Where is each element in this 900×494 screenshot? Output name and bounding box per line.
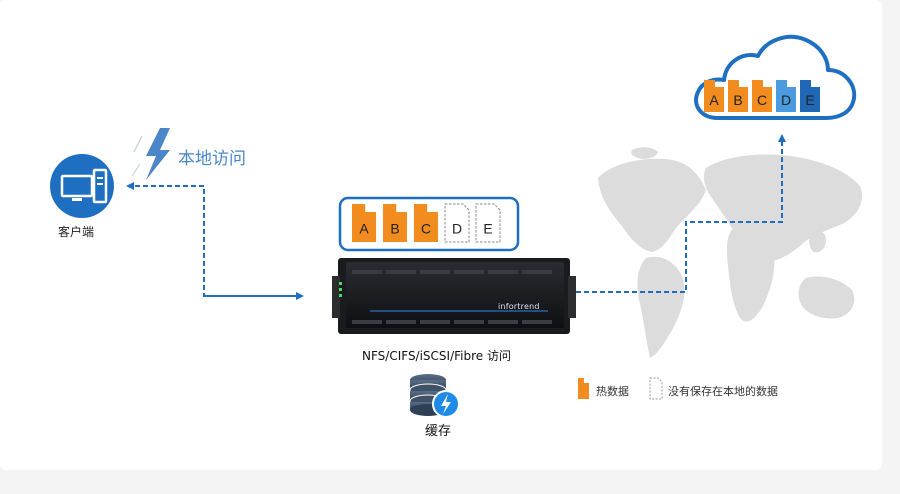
file-tile-a: A <box>704 80 724 112</box>
desktop-computer-icon <box>50 154 114 218</box>
file-letter: A <box>709 92 719 108</box>
client-label: 客户端 <box>58 225 95 239</box>
connection-lines <box>126 134 786 300</box>
server-to-client-line <box>126 182 302 297</box>
file-tile-c: C <box>414 204 438 242</box>
local-file-tiles: A B C D E <box>352 203 501 243</box>
file-tile-e: E <box>800 80 820 112</box>
legend-cold-icon <box>649 377 663 400</box>
brand-logo: infortrend <box>498 302 540 311</box>
cache-label: 缓存 <box>425 424 452 439</box>
file-tile-c: C <box>752 80 772 112</box>
legend-icons <box>578 377 663 400</box>
file-letter: B <box>390 221 399 237</box>
lightning-icon <box>131 128 170 180</box>
file-letter: E <box>805 92 814 108</box>
legend-cold-label: 没有保存在本地的数据 <box>668 385 778 398</box>
file-letter: C <box>757 92 767 108</box>
file-tile-e: E <box>475 203 501 243</box>
file-letter: D <box>781 92 791 108</box>
legend-hot-label: 热数据 <box>596 385 629 398</box>
server-to-cloud-line <box>568 134 786 293</box>
file-letter: C <box>421 221 431 237</box>
local-access-label: 本地访问 <box>178 149 246 169</box>
rack-storage-server-icon <box>332 258 576 334</box>
file-tile-b: B <box>383 204 407 242</box>
file-letter: B <box>733 92 742 108</box>
file-letter: D <box>452 221 462 237</box>
legend-hot-icon <box>578 378 589 399</box>
file-tile-d: D <box>776 80 796 112</box>
file-tile-b: B <box>728 80 748 112</box>
protocol-access-label: NFS/CIFS/iSCSI/Fibre 访问 <box>362 349 511 363</box>
file-letter: A <box>359 221 369 237</box>
file-letter: E <box>483 221 492 237</box>
world-map <box>598 147 863 358</box>
file-tile-d: D <box>444 203 470 243</box>
file-tile-a: A <box>352 204 376 242</box>
database-cache-icon <box>409 374 460 418</box>
